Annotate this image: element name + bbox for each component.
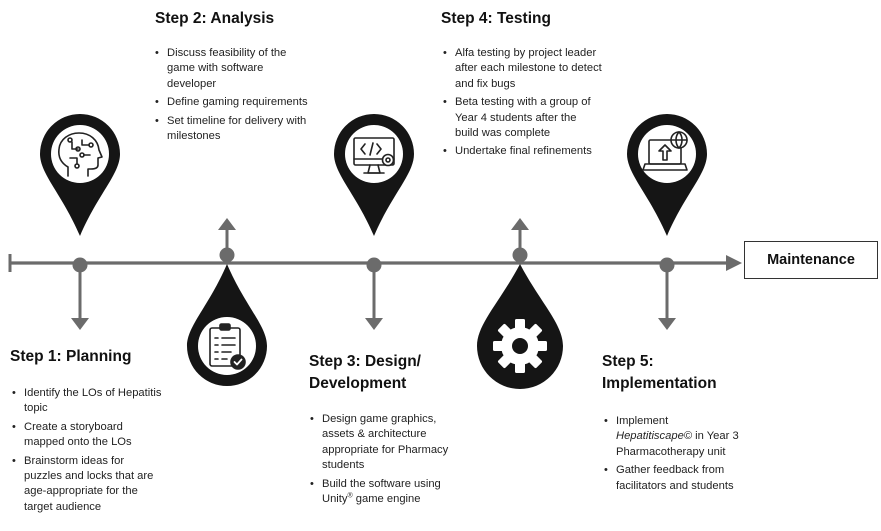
brain-circuit-icon [58,132,103,177]
step4-bullets: Alfa testing by project leader after eac… [443,46,603,163]
step4-bullet-3: Undertake final refinements [443,144,603,160]
pin-step2 [187,264,267,386]
step5-bullet-1-post: in Year 3 Pharmacotherapy unit [616,430,739,458]
code-monitor-icon [353,137,395,174]
clipboard-checklist-icon [209,323,246,370]
step1-title: Step 1: Planning [10,348,132,365]
step5-title-line1: Step 5: [602,353,654,370]
step3-bullet-2-text: Build the software using [322,477,441,490]
step1-bullet-2: Create a storyboard mapped onto the LOs [12,420,162,451]
step1-bullet-3: Brainstorm ideas for puzzles and locks t… [12,454,162,516]
step3-bullet-2-unity: Unity [322,493,348,506]
step2-bullet-3: Set timeline for delivery with milestone… [155,114,315,145]
step5-title-line2: Implementation [602,375,717,392]
step4-title: Step 4: Testing [441,10,551,27]
step1-bullet-1: Identify the LOs of Hepatitis topic [12,386,162,417]
maintenance-box: Maintenance [744,241,878,279]
step3-title: Step 3: Design/ Development [309,351,421,395]
step5-title: Step 5: Implementation [602,351,717,395]
step2-bullets: Discuss feasibility of the game with sof… [155,46,315,147]
step5-bullet-2: Gather feedback from facilitators and st… [604,463,769,494]
node-step5 [659,257,675,273]
arrow-up-step2 [218,218,236,230]
pin-step5 [627,114,707,236]
step2-bullet-1: Discuss feasibility of the game with sof… [155,46,315,92]
step1-bullets: Identify the LOs of Hepatitis topic Crea… [12,386,162,518]
pin-step1 [40,114,120,236]
step3-bullet-1: Design game graphics, assets & architect… [310,412,470,474]
arrow-down-step1 [71,318,89,330]
step2-title: Step 2: Analysis [155,10,275,27]
step4-bullet-2: Beta testing with a group of Year 4 stud… [443,95,603,141]
node-step2 [219,247,235,263]
arrow-up-step4 [511,218,529,230]
hepatitiscape-name: Hepatitiscape© [616,430,693,443]
pin-step4 [477,264,563,389]
registered-mark: ® [347,492,353,500]
step5-bullet-1: Implement Hepatitiscape© in Year 3 Pharm… [604,414,769,460]
gear-icon [493,319,547,373]
laptop-upload-icon [642,131,688,171]
node-step1 [72,257,88,273]
step4-bullet-1: Alfa testing by project leader after eac… [443,46,603,92]
connector-arrows [71,218,676,330]
maintenance-label: Maintenance [767,252,855,268]
arrow-down-step5 [658,318,676,330]
timeline-nodes [72,247,675,273]
step3-bullet-2-engine: game engine [352,493,421,506]
step3-title-line1: Step 3: Design/ [309,353,421,370]
step2-bullet-2: Define gaming requirements [155,95,315,111]
step3-bullets: Design game graphics, assets & architect… [310,412,470,510]
node-step4 [512,247,528,263]
step5-bullets: Implement Hepatitiscape© in Year 3 Pharm… [604,414,769,497]
pin-step3 [334,114,414,236]
arrow-down-step3 [365,318,383,330]
step3-title-line2: Development [309,375,407,392]
step5-bullet-1-pre: Implement [616,415,669,427]
node-step3 [366,257,382,273]
step3-bullet-2: Build the software using Unity® game eng… [310,477,470,508]
